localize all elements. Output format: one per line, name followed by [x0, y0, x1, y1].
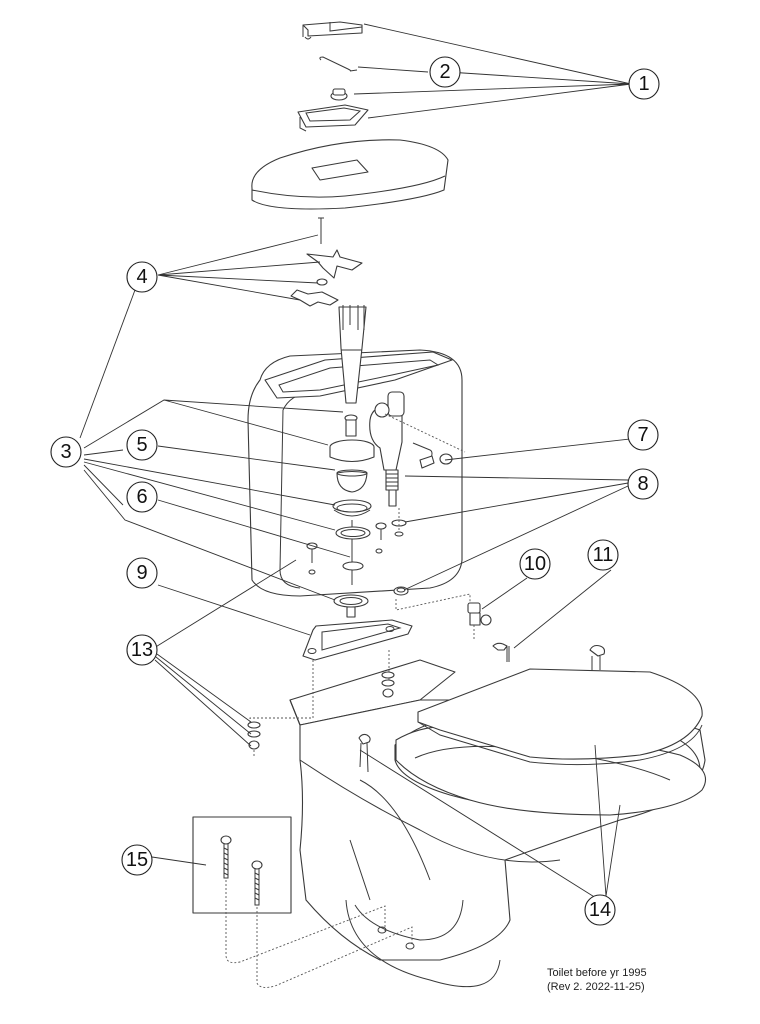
flush-valve-assembly: [329, 305, 375, 618]
callout-11: 11: [587, 539, 619, 571]
supply-fittings: [393, 586, 606, 672]
callout-number: 13: [131, 639, 153, 661]
diagram-caption: Toilet before yr 1995 (Rev 2. 2022-11-25…: [547, 966, 647, 994]
callout-number: 4: [136, 266, 147, 288]
callout-number: 8: [637, 473, 648, 495]
fill-valve-assembly: [369, 391, 466, 537]
seat-hinge-left: [358, 733, 371, 773]
callout-number: 1: [638, 73, 649, 95]
callout-2: 2: [429, 56, 461, 88]
callout-3: 3: [50, 436, 82, 468]
callout-number: 6: [136, 486, 147, 508]
button-frame-part: [297, 104, 369, 132]
callout-number: 14: [589, 899, 611, 921]
callout-number: 11: [593, 544, 614, 566]
callout-8: 8: [627, 468, 659, 500]
callout-number: 9: [136, 562, 147, 584]
hex-key-and-fitting: [412, 442, 453, 469]
leader-lines: [79, 23, 657, 899]
callout-number: 10: [524, 553, 546, 575]
callout-7: 7: [627, 419, 659, 451]
callout-number: 5: [136, 434, 147, 456]
callout-4: 4: [126, 261, 158, 293]
tank-lid-part: [251, 139, 449, 210]
tank-gasket-part: [302, 619, 413, 661]
lever-parts: [290, 217, 363, 307]
toilet-lid-part: [417, 668, 703, 766]
callout-15: 15: [121, 844, 153, 876]
callout-13: 13: [126, 634, 158, 666]
push-button-part: [330, 88, 348, 101]
callout-14: 14: [584, 894, 616, 926]
callout-9: 9: [126, 557, 158, 589]
callout-number: 15: [126, 849, 148, 871]
bolt-washer-set: [247, 671, 395, 757]
callout-number: 2: [439, 61, 450, 83]
callout-6: 6: [126, 481, 158, 513]
callout-number: 7: [637, 424, 648, 446]
caption-revision: (Rev 2. 2022-11-25): [547, 981, 645, 993]
callout-1: 1: [628, 68, 660, 100]
spring-wire-part: [319, 56, 358, 72]
callout-number: 3: [60, 441, 71, 463]
floor-screws-box: [192, 816, 415, 988]
caption-title: Toilet before yr 1995: [547, 967, 647, 979]
button-bracket-part: [302, 21, 363, 40]
callout-5: 5: [126, 429, 158, 461]
callout-10: 10: [519, 548, 551, 580]
